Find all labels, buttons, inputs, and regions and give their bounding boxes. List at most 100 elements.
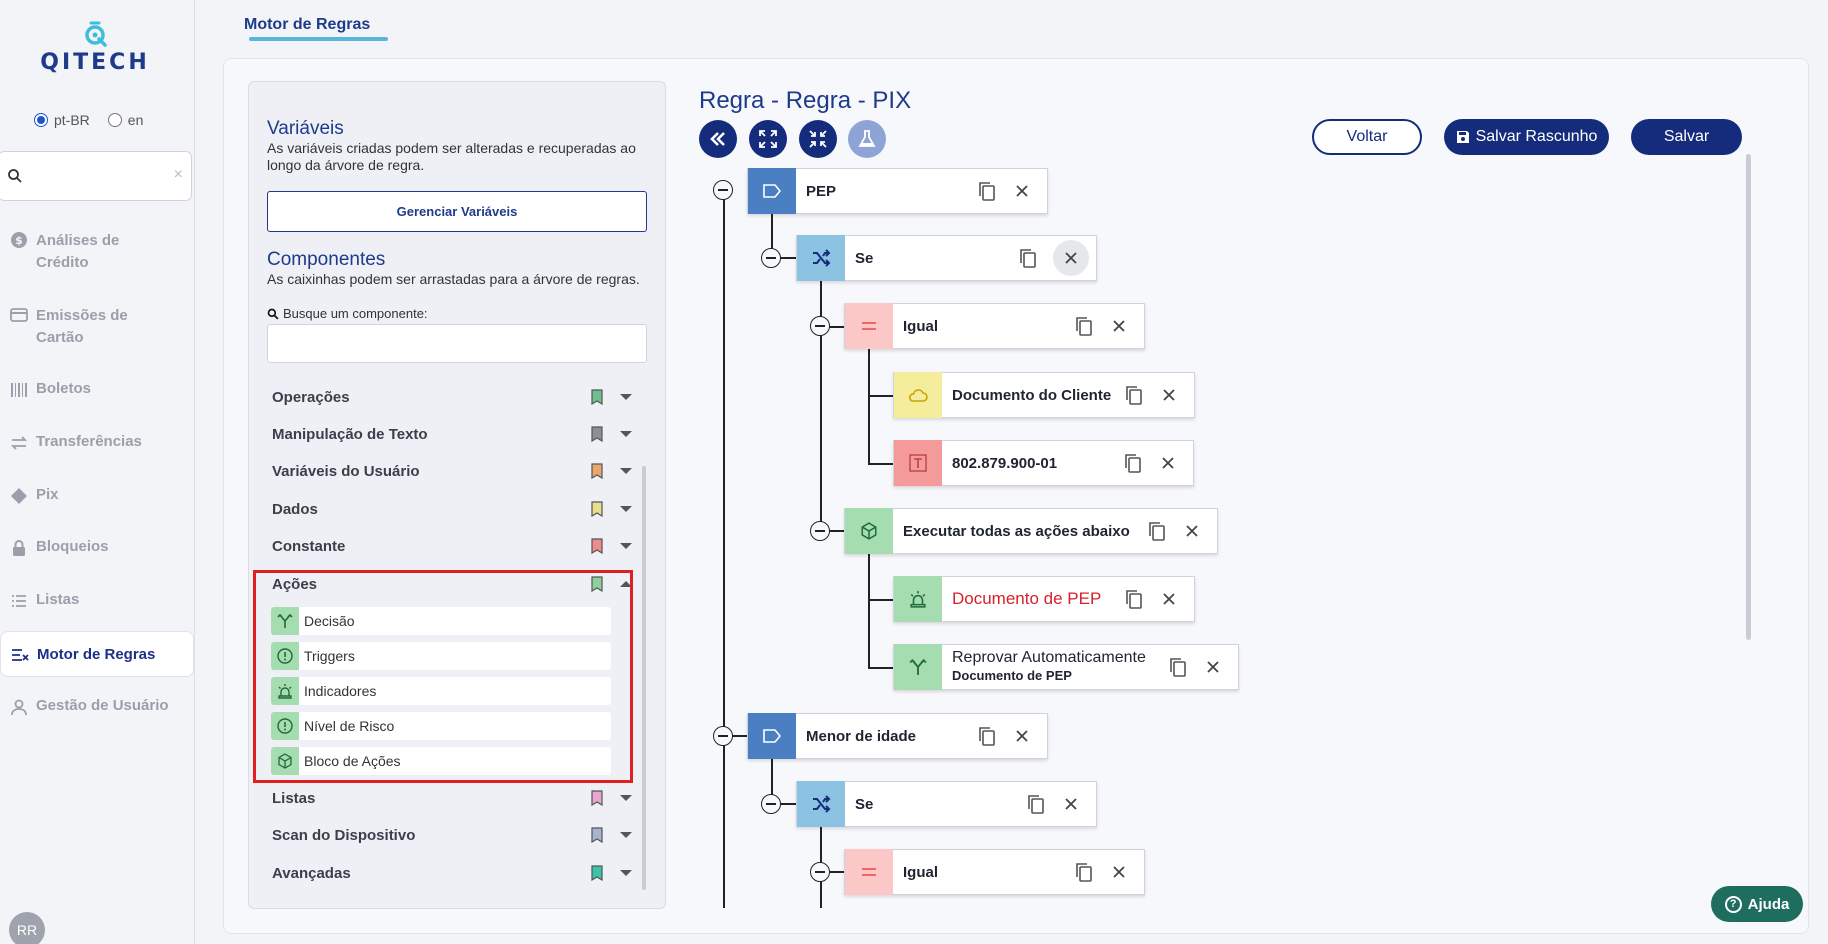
sidebar-item-pix[interactable]: Pix bbox=[0, 486, 194, 505]
category-dados[interactable]: Dados bbox=[272, 497, 632, 521]
sidebar-item-bloqueios[interactable]: Bloqueios bbox=[0, 538, 194, 557]
collapse-button[interactable] bbox=[799, 120, 837, 158]
test-rule-button[interactable] bbox=[848, 120, 886, 158]
cube-icon bbox=[845, 508, 893, 554]
close-icon[interactable] bbox=[1012, 726, 1032, 746]
collapse-toggle[interactable] bbox=[761, 794, 781, 814]
close-icon[interactable] bbox=[1061, 794, 1081, 814]
component-nivel-risco[interactable]: Nível de Risco bbox=[271, 712, 611, 740]
copy-icon[interactable] bbox=[1168, 657, 1188, 677]
tree-node-rule[interactable]: Menor de idade bbox=[747, 713, 1048, 759]
sidebar-item-transferencias[interactable]: Transferências bbox=[0, 433, 194, 452]
tree-node-condition[interactable]: Se bbox=[796, 781, 1097, 827]
tree-node-equals[interactable]: Igual bbox=[844, 303, 1145, 349]
node-label: Documento do Cliente bbox=[952, 386, 1112, 404]
rules-icon bbox=[12, 648, 29, 661]
category-constante[interactable]: Constante bbox=[272, 534, 632, 558]
component-triggers[interactable]: Triggers bbox=[271, 642, 611, 670]
tree-node-decision[interactable]: Reprovar Automaticamente Documento de PE… bbox=[893, 644, 1239, 690]
copy-icon[interactable] bbox=[1074, 316, 1094, 336]
copy-icon[interactable] bbox=[977, 726, 997, 746]
copy-icon[interactable] bbox=[1124, 589, 1144, 609]
close-icon[interactable] bbox=[1109, 316, 1129, 336]
copy-icon[interactable] bbox=[1123, 453, 1143, 473]
collapse-toggle[interactable] bbox=[810, 862, 830, 882]
sidebar-item-gestao-usuario[interactable]: Gestão de Usuário bbox=[0, 697, 194, 716]
avatar[interactable]: RR bbox=[9, 912, 45, 944]
chevron-down-icon bbox=[620, 870, 632, 876]
shuffle-icon bbox=[797, 235, 845, 281]
qitech-logo[interactable]: QITECH bbox=[40, 20, 150, 80]
collapse-toggle[interactable] bbox=[810, 316, 830, 336]
category-avancadas[interactable]: Avançadas bbox=[272, 861, 632, 885]
tree-node-condition[interactable]: Se bbox=[796, 235, 1097, 281]
expand-button[interactable] bbox=[749, 120, 787, 158]
close-icon[interactable] bbox=[1159, 589, 1179, 609]
category-listas[interactable]: Listas bbox=[272, 786, 632, 810]
category-manipulacao-texto[interactable]: Manipulação de Texto bbox=[272, 422, 632, 446]
collapse-toggle[interactable] bbox=[713, 180, 733, 200]
clear-search-icon[interactable]: × bbox=[173, 166, 183, 183]
collapse-toggle[interactable] bbox=[810, 521, 830, 541]
save-draft-button[interactable]: Salvar Rascunho bbox=[1444, 119, 1609, 155]
copy-icon[interactable] bbox=[1124, 385, 1144, 405]
sidebar-item-cartao[interactable]: Emissões de Cartão bbox=[0, 305, 194, 349]
sidebar-item-analises[interactable]: $ Análises de Crédito bbox=[0, 230, 194, 274]
close-icon[interactable] bbox=[1203, 657, 1223, 677]
tree-scrollbar[interactable] bbox=[1746, 154, 1751, 640]
copy-icon[interactable] bbox=[977, 181, 997, 201]
tree-node-equals[interactable]: Igual bbox=[844, 849, 1145, 895]
close-icon[interactable] bbox=[1109, 862, 1129, 882]
component-label: Triggers bbox=[304, 648, 355, 664]
collapse-toggle[interactable] bbox=[761, 248, 781, 268]
component-indicadores[interactable]: Indicadores bbox=[271, 677, 611, 705]
close-icon[interactable] bbox=[1053, 240, 1089, 276]
tree-node-constant[interactable]: 802.879.900-01 bbox=[893, 440, 1194, 486]
close-icon[interactable] bbox=[1182, 521, 1202, 541]
node-label: Executar todas as ações abaixo bbox=[903, 522, 1130, 540]
lang-ptbr-radio[interactable] bbox=[34, 113, 48, 127]
close-icon[interactable] bbox=[1158, 453, 1178, 473]
copy-icon[interactable] bbox=[1026, 794, 1046, 814]
close-icon[interactable] bbox=[1012, 181, 1032, 201]
shuffle-icon bbox=[797, 781, 845, 827]
panel-scrollbar[interactable] bbox=[642, 466, 646, 890]
node-sublabel: Documento de PEP bbox=[952, 668, 1072, 683]
category-label: Operações bbox=[272, 388, 350, 406]
lang-en-radio[interactable] bbox=[107, 113, 122, 127]
save-button[interactable]: Salvar bbox=[1631, 119, 1742, 155]
help-button[interactable]: ? Ajuda bbox=[1711, 886, 1803, 922]
copy-icon[interactable] bbox=[1074, 862, 1094, 882]
tree-node-rule[interactable]: PEP bbox=[747, 168, 1048, 214]
category-scan-dispositivo[interactable]: Scan do Dispositivo bbox=[272, 823, 632, 847]
category-acoes[interactable]: Ações bbox=[272, 572, 632, 596]
close-icon[interactable] bbox=[1159, 385, 1179, 405]
category-operacoes[interactable]: Operações bbox=[272, 385, 632, 409]
copy-icon[interactable] bbox=[1018, 248, 1038, 268]
tree-node-data[interactable]: Documento do Cliente bbox=[893, 372, 1195, 418]
back-button[interactable]: Voltar bbox=[1312, 119, 1422, 155]
tree-node-action-block[interactable]: Executar todas as ações abaixo bbox=[844, 508, 1218, 554]
highlight-box bbox=[253, 570, 633, 783]
manage-variables-button[interactable]: Gerenciar Variáveis bbox=[267, 191, 647, 232]
component-search-input[interactable] bbox=[267, 324, 647, 363]
sidebar-item-boletos[interactable]: Boletos bbox=[0, 380, 194, 399]
tab-motor-regras[interactable]: Motor de Regras bbox=[244, 16, 371, 33]
sidebar-search-input[interactable]: × bbox=[0, 151, 192, 201]
component-label: Nível de Risco bbox=[304, 718, 395, 734]
flask-icon bbox=[858, 130, 876, 147]
tree-connector bbox=[820, 530, 844, 532]
component-decisao[interactable]: Decisão bbox=[271, 607, 611, 635]
node-label: Se bbox=[855, 795, 874, 813]
sidebar-item-listas[interactable]: Listas bbox=[0, 591, 194, 610]
fork-icon bbox=[894, 644, 942, 690]
tree-node-indicator[interactable]: Documento de PEP bbox=[893, 576, 1195, 622]
tree-connector bbox=[771, 257, 796, 259]
category-variaveis-usuario[interactable]: Variáveis do Usuário bbox=[272, 459, 632, 483]
fork-icon bbox=[271, 607, 299, 635]
copy-icon[interactable] bbox=[1147, 521, 1167, 541]
collapse-toggle[interactable] bbox=[713, 726, 733, 746]
component-bloco-acoes[interactable]: Bloco de Ações bbox=[271, 747, 611, 775]
collapse-panel-button[interactable] bbox=[699, 120, 737, 158]
sidebar-item-motor-regras[interactable]: Motor de Regras bbox=[0, 631, 194, 677]
